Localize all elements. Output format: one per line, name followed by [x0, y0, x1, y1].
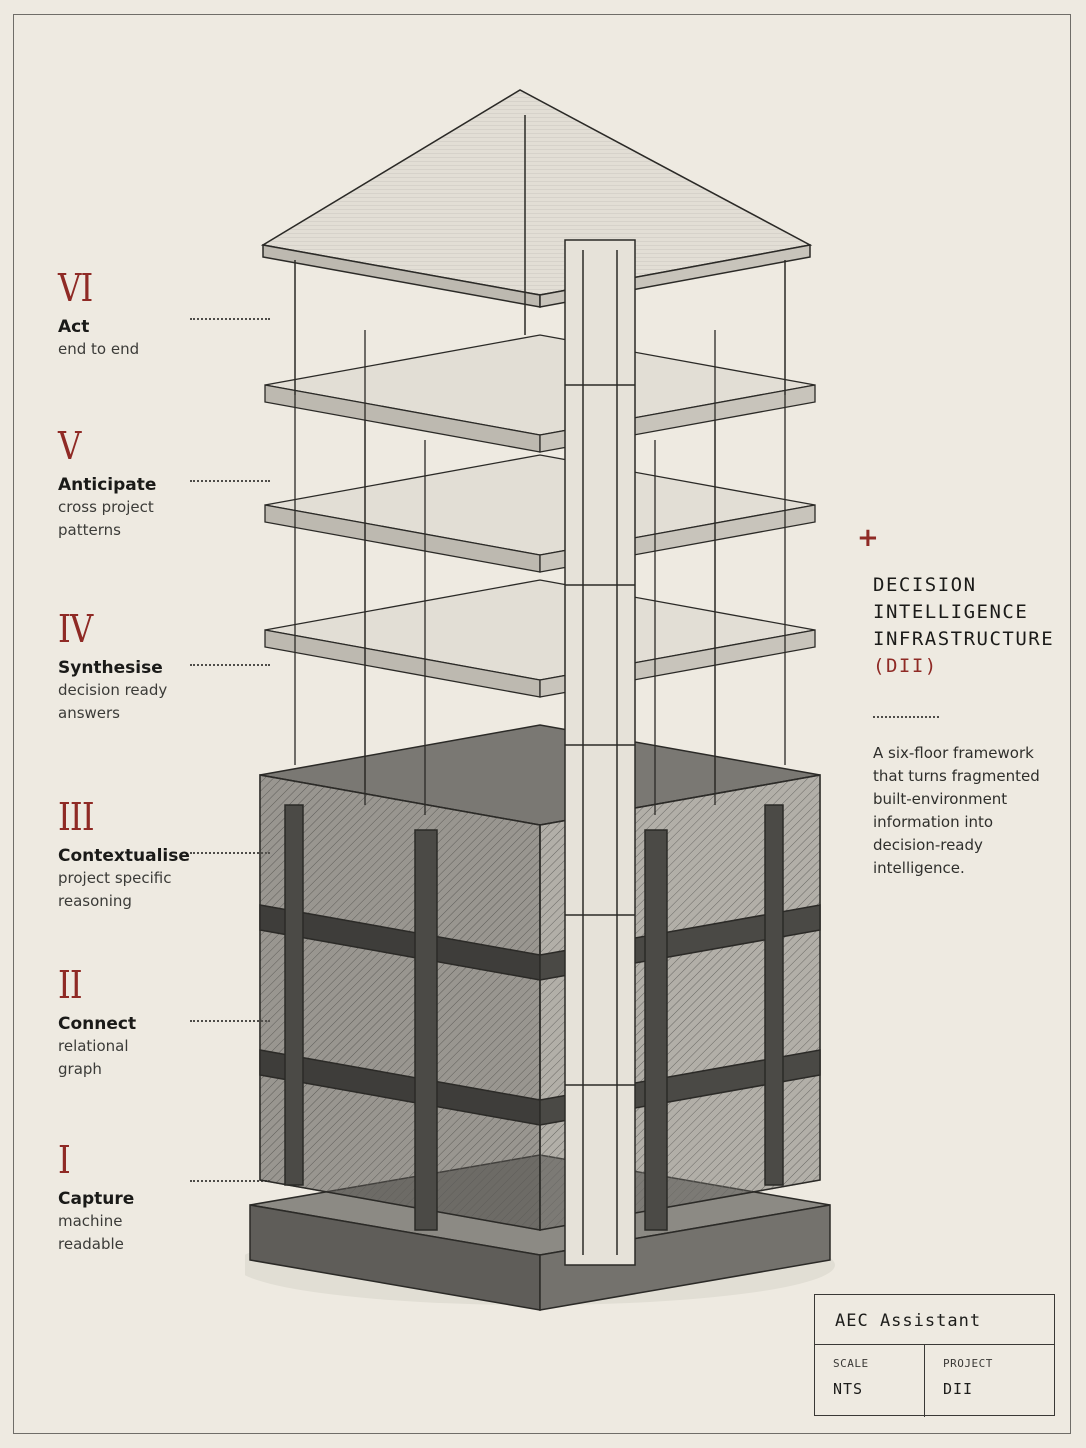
- title-block-app-name: AEC Assistant: [815, 1295, 1054, 1345]
- floor-label-6: VI Act end to end: [58, 268, 248, 361]
- project-value: DII: [943, 1380, 974, 1398]
- concrete-lower-floors: [259, 724, 821, 1231]
- floor-name: Connect: [58, 1014, 137, 1034]
- floor-description: cross project patterns: [58, 498, 154, 539]
- floor-numeral: IV: [58, 607, 93, 651]
- floor-numeral: VI: [58, 266, 93, 310]
- plus-marker: +: [857, 523, 879, 553]
- scale-value: NTS: [833, 1380, 864, 1398]
- panel-title-line: INTELLIGENCE: [873, 601, 1029, 623]
- panel-title-line: DECISION: [873, 574, 977, 596]
- panel-title-acronym: (DII): [873, 655, 938, 677]
- floor-numeral: V: [58, 424, 81, 468]
- floor-description: end to end: [58, 340, 140, 358]
- leader-line-6: [190, 318, 270, 320]
- elevator-core: [564, 239, 636, 1266]
- building-illustration: [245, 89, 835, 1311]
- panel-title: DECISION INTELLIGENCE INFRASTRUCTURE (DI…: [873, 572, 1073, 680]
- leader-line-1: [190, 1180, 270, 1182]
- floor-numeral: II: [58, 963, 83, 1007]
- panel-title-line: INFRASTRUCTURE: [873, 628, 1055, 650]
- floor-label-3: III Contextualise project specific reaso…: [58, 797, 248, 913]
- floor-numeral: III: [58, 795, 95, 839]
- panel-divider: [873, 716, 939, 718]
- floor-description: machine readable: [58, 1212, 124, 1253]
- project-label: PROJECT: [943, 1357, 993, 1370]
- title-block: AEC Assistant SCALE NTS PROJECT DII: [814, 1294, 1055, 1417]
- floor-name: Anticipate: [58, 475, 157, 495]
- floor-label-2: II Connect relational graph: [58, 965, 248, 1081]
- title-block-project: PROJECT DII: [925, 1345, 1055, 1417]
- floor-label-1: I Capture machine readable: [58, 1140, 248, 1256]
- floor-name: Capture: [58, 1189, 135, 1209]
- floor-name: Synthesise: [58, 658, 163, 678]
- leader-line-4: [190, 664, 270, 666]
- floor-name: Contextualise: [58, 846, 190, 866]
- leader-line-2: [190, 1020, 270, 1022]
- panel-description: A six-floor framework that turns fragmen…: [873, 744, 1040, 877]
- drawing-border: [13, 14, 1071, 1434]
- floor-label-5: V Anticipate cross project patterns: [58, 426, 248, 542]
- title-block-scale: SCALE NTS: [815, 1345, 925, 1417]
- floor-description: decision ready answers: [58, 681, 168, 722]
- floor-numeral: I: [58, 1138, 71, 1182]
- leader-line-5: [190, 480, 270, 482]
- floor-description: project specific reasoning: [58, 869, 172, 910]
- floor-name: Act: [58, 317, 90, 337]
- floor-description: relational graph: [58, 1037, 129, 1078]
- roof: [260, 89, 813, 395]
- scale-label: SCALE: [833, 1357, 869, 1370]
- floor-label-4: IV Synthesise decision ready answers: [58, 609, 248, 725]
- leader-line-3: [190, 852, 270, 854]
